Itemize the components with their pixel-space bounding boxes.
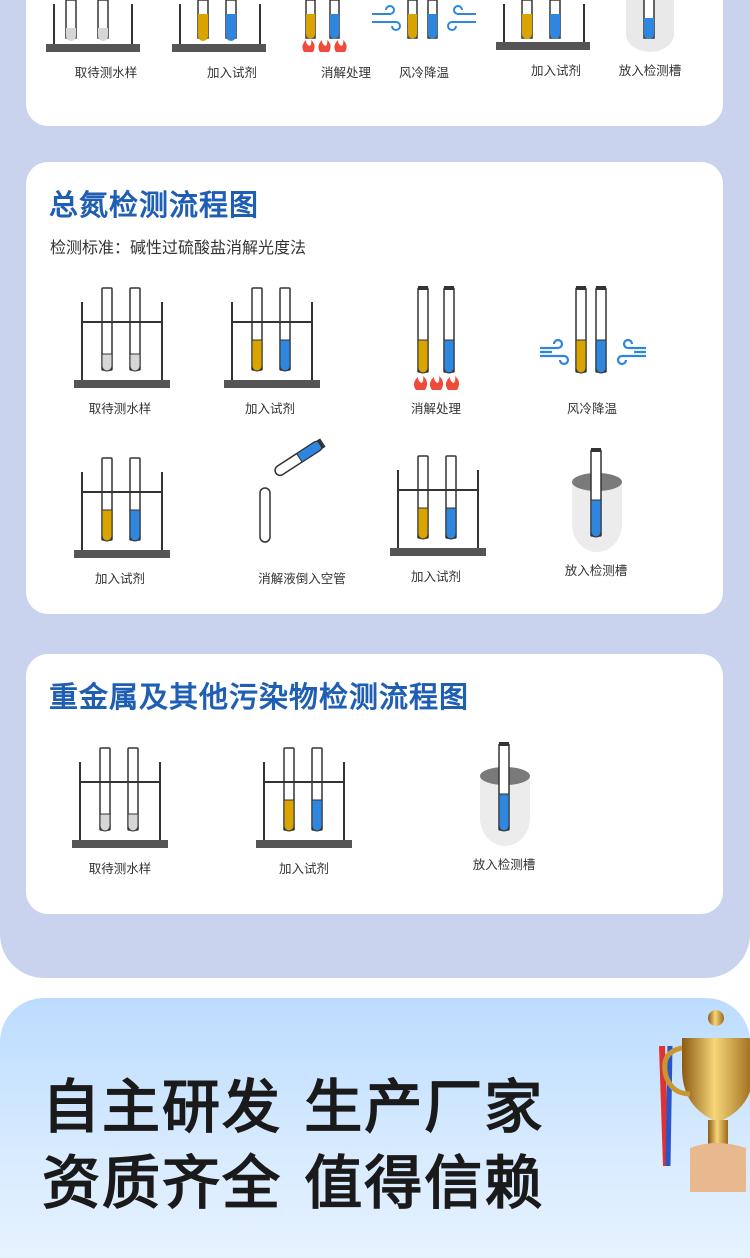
detection-slot-icon [626,0,674,52]
test-tube-rack-icon [74,457,170,558]
test-tube-rack-icon [390,455,486,556]
step-label: 加入试剂 [410,569,461,584]
step-label: 消解处理 [410,401,461,416]
heating-flame-icon [413,286,460,390]
step-label: 风冷降温 [398,65,449,80]
step-label: 放入检测槽 [618,63,682,78]
step-label: 取待测水样 [88,401,152,416]
step-label: 放入检测槽 [472,857,536,872]
detection-slot-icon [480,742,530,846]
test-tube-rack-icon [74,287,170,388]
step-label: 加入试剂 [94,571,145,586]
step-label: 放入检测槽 [564,563,628,578]
detection-slot-icon [572,448,622,552]
trophy-image [659,1010,750,1192]
step-label: 取待测水样 [74,65,138,80]
wind-cooling-icon [372,0,476,39]
step-label: 加入试剂 [206,65,257,80]
flow-card-total-nitrogen: 总氮检测流程图 检测标准：碱性过硫酸盐消解光度法 取待测水样 加入试剂 [26,162,723,614]
step-label: 消解液倒入空管 [258,571,346,586]
step-label: 加入试剂 [278,861,329,876]
test-tube-rack-icon [256,747,352,848]
step-label: 消解处理 [320,65,371,80]
step-label: 加入试剂 [530,63,581,78]
test-tube-rack-icon [46,0,140,52]
card-subtitle: 检测标准：碱性过硫酸盐消解光度法 [50,238,307,257]
wind-cooling-icon [540,286,646,374]
pouring-tube-icon [259,438,326,543]
flow-card-heavy-metal: 重金属及其他污染物检测流程图 取待测水样 加入试剂 [26,654,723,914]
promo-banner: 自主研发 生产厂家 资质齐全 值得信赖 [0,998,750,1258]
card-title: 重金属及其他污染物检测流程图 [49,680,470,714]
test-tube-rack-icon [496,0,590,50]
card-title: 总氮检测流程图 [49,188,260,222]
test-tube-rack-icon [172,0,266,52]
step-label: 取待测水样 [88,861,152,876]
step-label: 风冷降温 [566,401,617,416]
step-label: 加入试剂 [244,401,295,416]
test-tube-rack-icon [224,287,320,388]
promo-headline-2: 资质齐全 值得信赖 [42,1149,545,1217]
test-tube-rack-icon [72,747,168,848]
heating-flame-icon [302,0,347,52]
flow-card-top: 取待测水样 加入试剂 消解处理 [26,0,723,126]
promo-headline-1: 自主研发 生产厂家 [42,1073,545,1141]
